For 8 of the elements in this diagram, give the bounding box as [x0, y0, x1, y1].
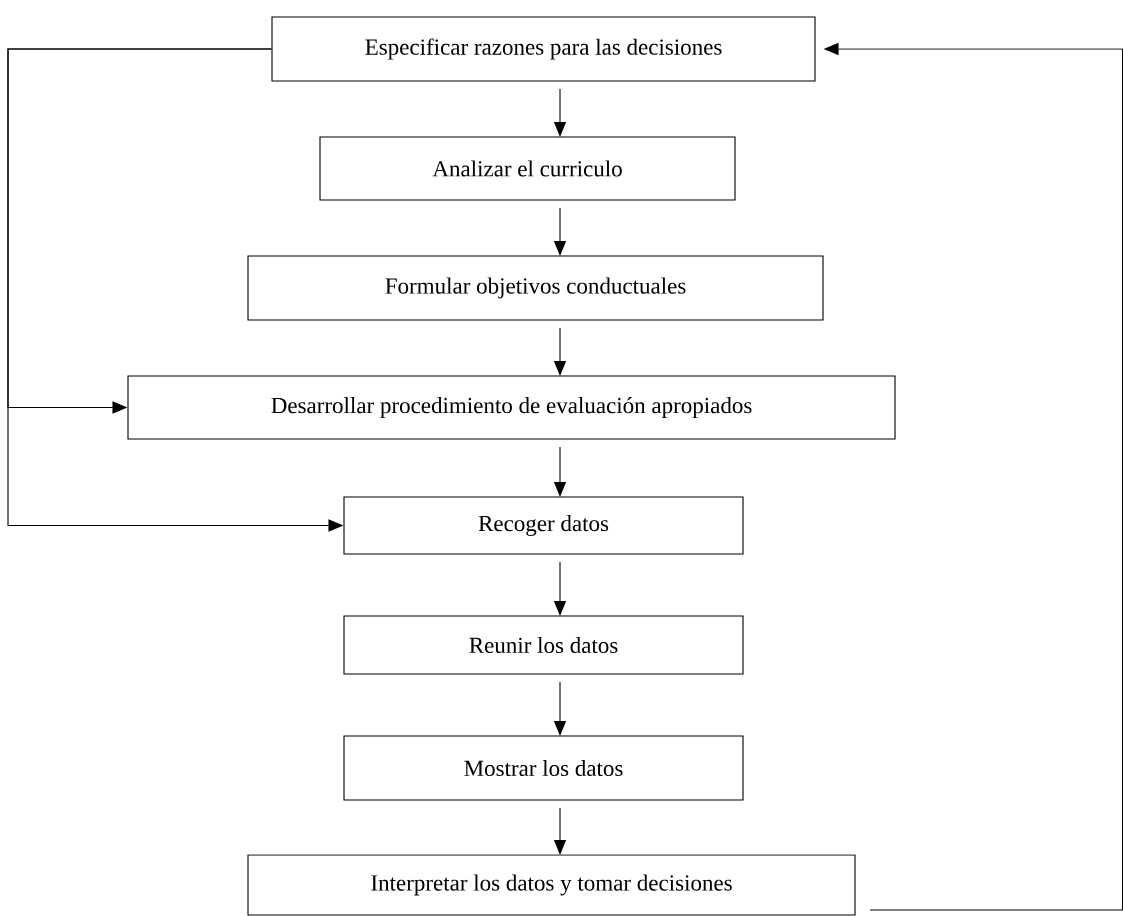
process-box: Interpretar los datos y tomar decisiones [247, 854, 856, 916]
process-box: Mostrar los datos [343, 735, 744, 801]
process-box: Reunir los datos [343, 615, 744, 675]
process-box: Analizar el curriculo [319, 136, 736, 201]
process-box: Especificar razones para las decisiones [271, 16, 816, 82]
process-box: Recoger datos [343, 496, 744, 555]
process-box: Formular objetivos conductuales [247, 255, 824, 321]
process-box: Desarrollar procedimiento de evaluación apropiados [127, 375, 896, 440]
